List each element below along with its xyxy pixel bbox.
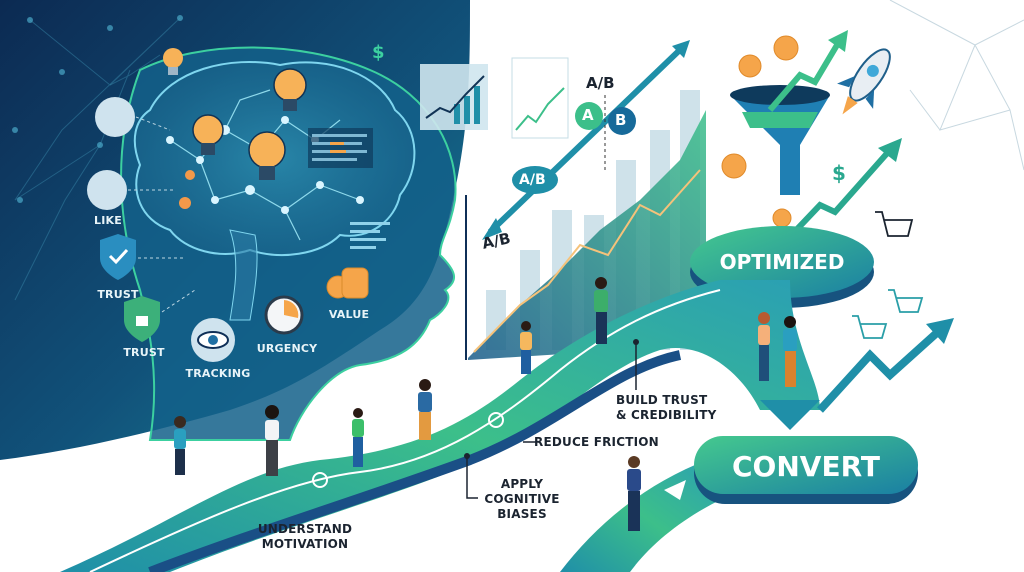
trust-lock-label: TRUST [123, 346, 165, 359]
like-label: LIKE [94, 214, 122, 227]
variant-b-label: B [615, 111, 627, 129]
step-understand-motivation: UNDERSTAND MOTIVATION [257, 522, 353, 551]
ab-label-mid: A/B [519, 172, 546, 188]
convert-button: CONVERT [732, 450, 880, 483]
lightbulb-icon-1 [163, 48, 183, 75]
step-build-trust-credibility: BUILD TRUST & CREDIBILITY [616, 393, 717, 422]
value-label: VALUE [328, 308, 370, 321]
variant-a-label: A [582, 106, 594, 124]
urgency-label: URGENCY [256, 342, 318, 355]
step-apply-cognitive-biases: APPLY COGNITIVE BIASES [484, 477, 560, 521]
tracking-label: TRACKING [185, 367, 251, 380]
svg-text:$: $ [372, 42, 385, 63]
step-reduce-friction: REDUCE FRICTION [534, 435, 659, 449]
optimized-button: OPTIMIZED [719, 250, 845, 274]
person-figures [174, 277, 797, 531]
svg-text:$: $ [832, 161, 846, 185]
ab-label-top: A/B [586, 74, 615, 92]
trust-check-label: TRUST [97, 288, 139, 301]
